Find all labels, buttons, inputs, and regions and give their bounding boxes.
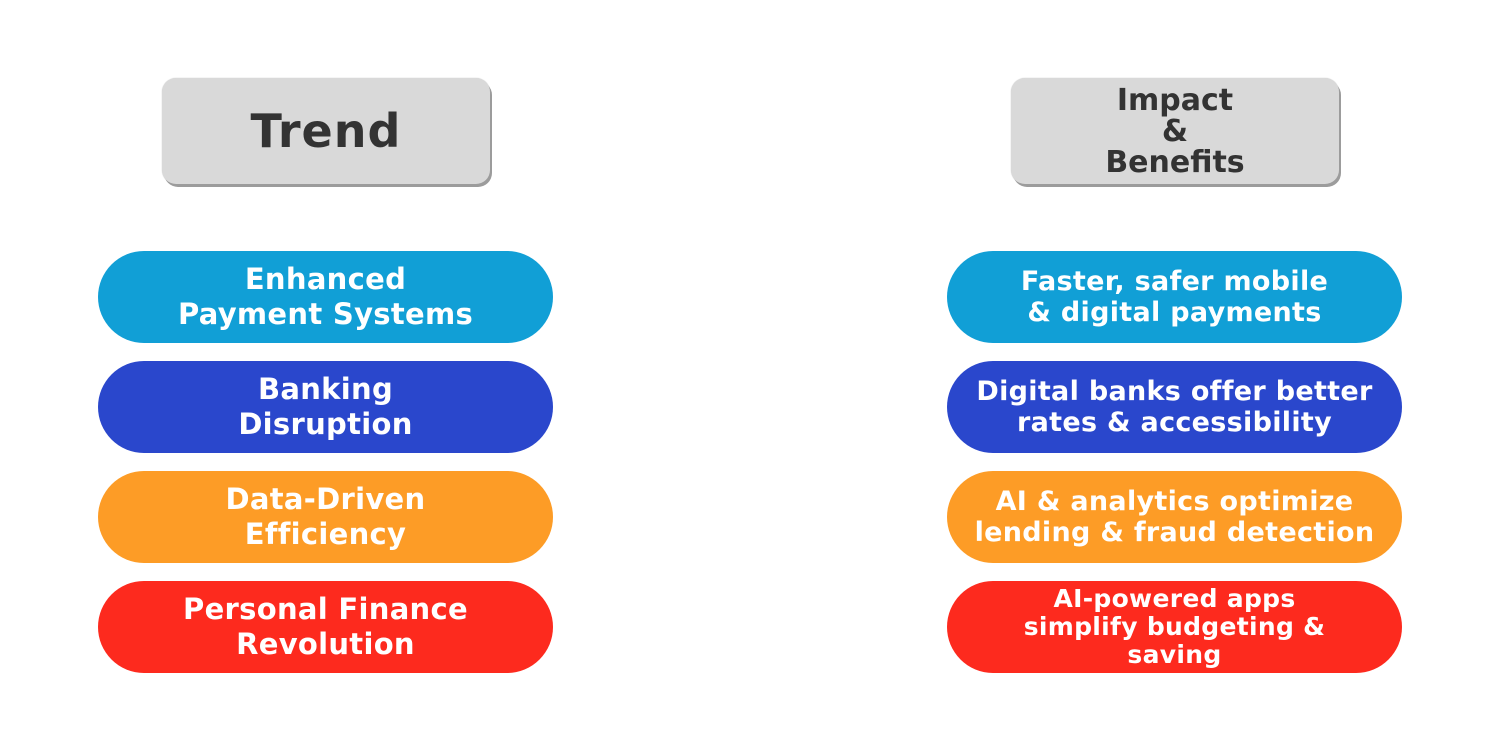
impact-pill-ai-powered-apps: AI-powered apps simplify budgeting & sav… — [947, 581, 1402, 673]
impact-pill-label: Digital banks offer better rates & acces… — [976, 376, 1373, 438]
trend-pill-banking-disruption: Banking Disruption — [98, 361, 553, 453]
impact-pill-label: AI-powered apps simplify budgeting & sav… — [1023, 584, 1326, 669]
trend-pill-label: Banking Disruption — [238, 372, 413, 441]
trend-pill-enhanced-payment-systems: Enhanced Payment Systems — [98, 251, 553, 343]
trend-header: Trend — [162, 78, 490, 184]
impact-pill-digital-banks: Digital banks offer better rates & acces… — [947, 361, 1402, 453]
impact-pill-label: AI & analytics optimize lending & fraud … — [974, 486, 1375, 548]
trend-header-label: Trend — [250, 104, 402, 158]
impact-column: Faster, safer mobile & digital payments … — [947, 251, 1402, 691]
trend-column: Enhanced Payment Systems Banking Disrupt… — [98, 251, 553, 691]
impact-pill-ai-analytics: AI & analytics optimize lending & fraud … — [947, 471, 1402, 563]
trend-pill-label: Personal Finance Revolution — [183, 592, 468, 661]
trend-pill-data-driven-efficiency: Data-Driven Efficiency — [98, 471, 553, 563]
trend-pill-label: Enhanced Payment Systems — [177, 262, 474, 331]
trend-pill-personal-finance-revolution: Personal Finance Revolution — [98, 581, 553, 673]
impact-benefits-header: Impact & Benefits — [1011, 78, 1339, 184]
impact-pill-label: Faster, safer mobile & digital payments — [1020, 266, 1329, 328]
trend-pill-label: Data-Driven Efficiency — [225, 482, 426, 551]
impact-pill-faster-payments: Faster, safer mobile & digital payments — [947, 251, 1402, 343]
impact-benefits-header-label: Impact & Benefits — [1105, 82, 1245, 180]
